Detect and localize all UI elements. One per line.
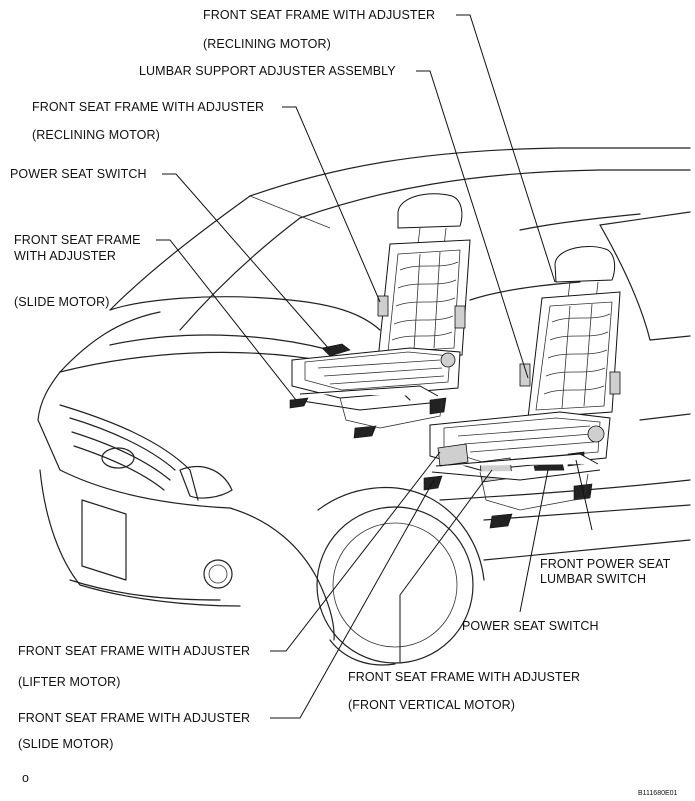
label-reclining-motor-left-title: FRONT SEAT FRAME WITH ADJUSTER	[32, 100, 265, 114]
label-reclining-motor-right-title: FRONT SEAT FRAME WITH ADJUSTER	[203, 8, 436, 22]
label-lumbar-switch-line2: LUMBAR SWITCH	[540, 572, 647, 586]
label-lumbar-switch-line1: FRONT POWER SEAT	[540, 557, 671, 571]
label-reclining-motor-left-sub: (RECLINING MOTOR)	[32, 128, 160, 142]
label-slide-motor-left-line2: WITH ADJUSTER	[14, 249, 116, 263]
label-slide-motor-bottom-sub: (SLIDE MOTOR)	[18, 737, 114, 751]
corner-mark: o	[22, 771, 30, 785]
label-power-seat-switch-right: POWER SEAT SWITCH	[462, 619, 599, 633]
label-slide-motor-left-line1: FRONT SEAT FRAME	[14, 233, 141, 247]
label-slide-motor-left-sub: (SLIDE MOTOR)	[14, 295, 110, 309]
vehicle-body	[37, 147, 691, 666]
label-reclining-motor-right-sub: (RECLINING MOTOR)	[203, 37, 331, 51]
label-front-vertical-motor-sub: (FRONT VERTICAL MOTOR)	[348, 698, 516, 712]
label-power-seat-switch-left: POWER SEAT SWITCH	[10, 167, 147, 181]
right-front-seat	[423, 246, 621, 529]
label-lifter-motor-title: FRONT SEAT FRAME WITH ADJUSTER	[18, 644, 251, 658]
label-lifter-motor-sub: (LIFTER MOTOR)	[18, 675, 121, 689]
figure-code: B111680E01	[638, 790, 678, 797]
left-front-seat	[289, 193, 471, 439]
leader-lines	[156, 14, 593, 719]
label-front-vertical-motor-title: FRONT SEAT FRAME WITH ADJUSTER	[348, 670, 581, 684]
label-slide-motor-bottom-title: FRONT SEAT FRAME WITH ADJUSTER	[18, 711, 251, 725]
label-lumbar-support-adjuster: LUMBAR SUPPORT ADJUSTER ASSEMBLY	[139, 64, 396, 78]
